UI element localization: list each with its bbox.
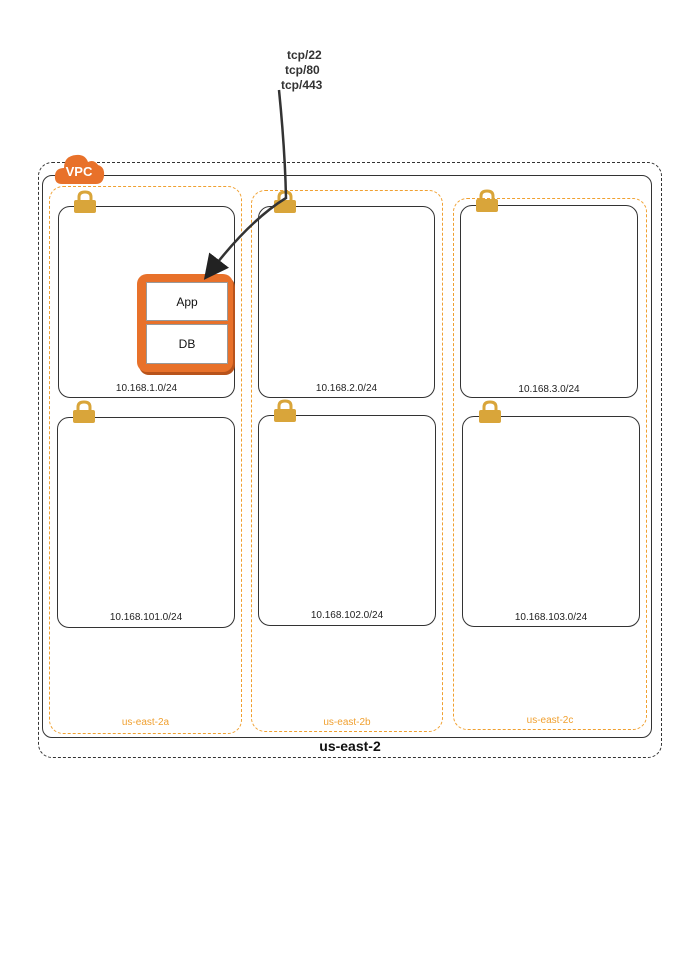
subnet-b-bottom	[258, 415, 436, 626]
port-label: tcp/443	[281, 78, 323, 92]
lock-icon	[477, 400, 503, 424]
cidr-b-bottom: 10.168.102.0/24	[310, 610, 384, 621]
az-us-east-2b	[251, 190, 443, 732]
az-label-c: us-east-2c	[526, 715, 574, 726]
az-us-east-2a	[49, 186, 242, 734]
lock-icon	[71, 400, 97, 424]
subnet-b-top	[258, 206, 435, 398]
az-label-a: us-east-2a	[121, 717, 170, 728]
app-tier: App	[146, 282, 228, 321]
az-us-east-2c	[453, 198, 647, 730]
db-tier: DB	[146, 324, 228, 364]
cidr-b-top: 10.168.2.0/24	[315, 383, 378, 394]
port-list: tcp/22 tcp/80 tcp/443	[281, 48, 351, 93]
region-boundary	[38, 162, 662, 758]
lock-icon	[272, 399, 298, 423]
port-label: tcp/80	[285, 63, 320, 77]
cidr-c-top: 10.168.3.0/24	[518, 384, 580, 395]
az-label-b: us-east-2b	[323, 717, 371, 728]
cidr-c-bottom: 10.168.103.0/24	[514, 612, 588, 623]
lock-icon	[474, 189, 500, 213]
cidr-a-bottom: 10.168.101.0/24	[109, 612, 183, 623]
subnet-c-bottom	[462, 416, 640, 627]
vpc-boundary	[42, 175, 652, 738]
cidr-a-top: 10.168.1.0/24	[115, 383, 178, 394]
subnet-a-bottom	[57, 417, 235, 628]
lock-icon	[72, 190, 98, 214]
vpc-cloud-icon: VPC	[54, 150, 106, 184]
vpc-label: VPC	[65, 164, 93, 179]
subnet-c-top	[460, 205, 638, 398]
region-label: us-east-2	[319, 738, 381, 754]
port-label: tcp/22	[287, 48, 322, 62]
